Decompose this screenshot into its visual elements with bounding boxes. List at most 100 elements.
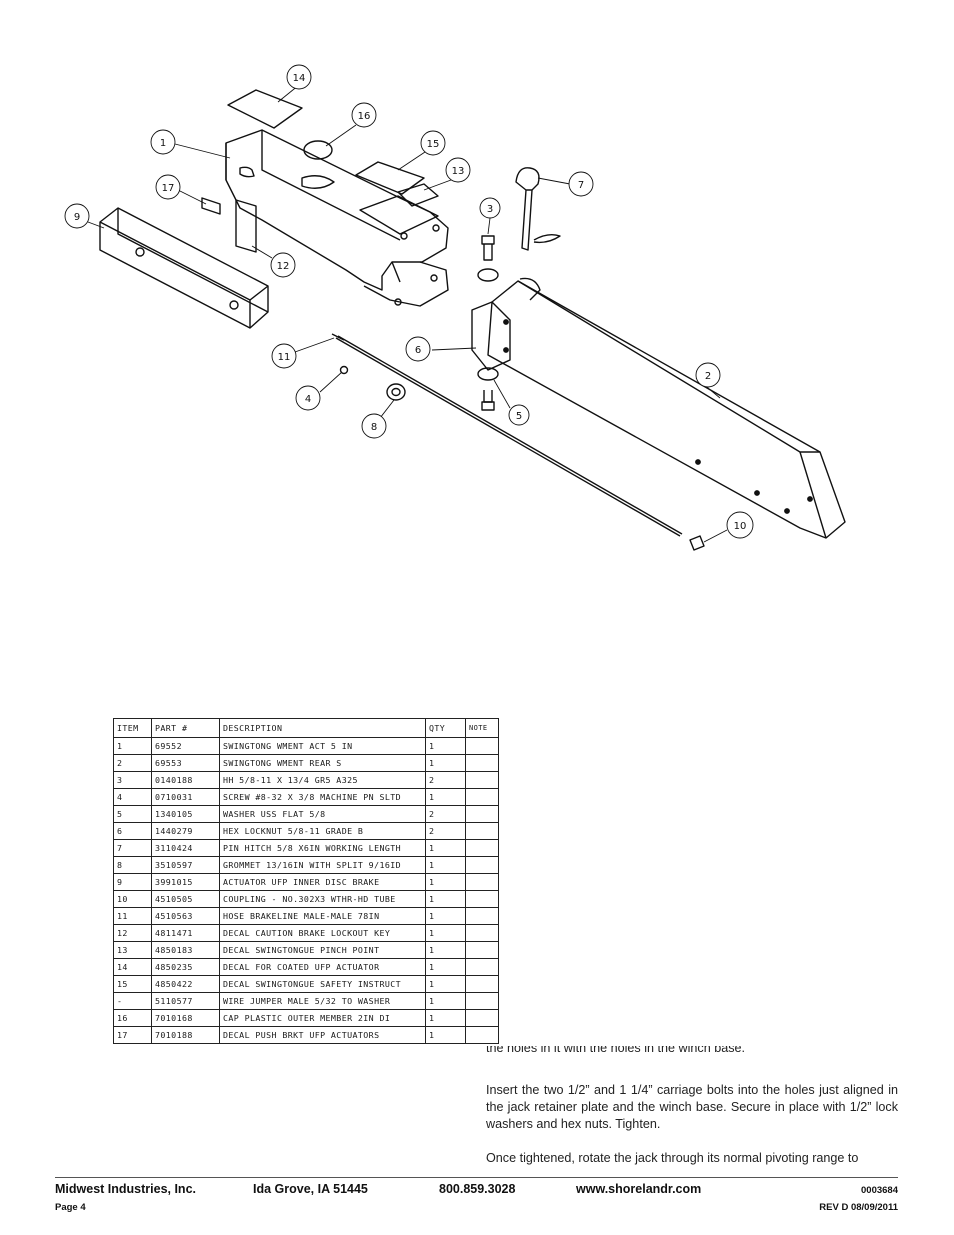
hex-bolt-3 <box>481 235 495 261</box>
cell-note <box>465 924 499 942</box>
cell-part: 0140188 <box>151 771 220 789</box>
cell-item: - <box>113 992 152 1010</box>
cell-note <box>465 992 499 1010</box>
cell-note <box>465 805 499 823</box>
cell-note <box>465 754 499 772</box>
washer-upper <box>477 268 499 282</box>
cell-qty: 1 <box>425 737 466 755</box>
cell-part: 4850422 <box>151 975 220 993</box>
footer-address: Ida Grove, IA 51445 <box>253 1182 368 1196</box>
footer-document-number: 0003684 <box>861 1185 898 1196</box>
cell-part: 3110424 <box>151 839 220 857</box>
decal-17 <box>201 197 221 215</box>
cell-qty: 1 <box>425 856 466 874</box>
cell-note <box>465 771 499 789</box>
cell-item: 17 <box>113 1026 152 1044</box>
callout-9: 9 <box>74 212 80 223</box>
cell-qty: 1 <box>425 941 466 959</box>
cell-item: 8 <box>113 856 152 874</box>
decal-14 <box>227 89 303 129</box>
cell-part: 4850183 <box>151 941 220 959</box>
cell-note <box>465 975 499 993</box>
callout-16: 16 <box>358 111 371 122</box>
decal-15 <box>355 161 425 195</box>
header-note: NOTE <box>465 718 499 738</box>
cell-item: 14 <box>113 958 152 976</box>
table-header-row: ITEM PART # DESCRIPTION QTY NOTE <box>113 718 499 738</box>
rear-tongue-member <box>471 277 846 539</box>
header-description: DESCRIPTION <box>219 718 426 738</box>
cell-description: HOSE BRAKELINE MALE-MALE 78IN <box>219 907 426 925</box>
callout-3: 3 <box>487 204 493 215</box>
cell-note <box>465 941 499 959</box>
cell-part: 3991015 <box>151 873 220 891</box>
cell-item: 16 <box>113 1009 152 1027</box>
callout-1: 1 <box>160 138 166 149</box>
cell-item: 15 <box>113 975 152 993</box>
cell-part: 69552 <box>151 737 220 755</box>
cell-item: 4 <box>113 788 152 806</box>
cell-qty: 1 <box>425 992 466 1010</box>
inner-actuator <box>99 207 269 329</box>
footer-website[interactable]: www.shorelandr.com <box>576 1182 702 1196</box>
cell-item: 1 <box>113 737 152 755</box>
footer-revision: REV D 08/09/2011 <box>819 1202 898 1213</box>
cell-description: COUPLING - NO.302X3 WTHR-HD TUBE <box>219 890 426 908</box>
callout-13: 13 <box>452 166 465 177</box>
cell-note <box>465 839 499 857</box>
cell-item: 2 <box>113 754 152 772</box>
hitch-pin-7 <box>515 167 561 251</box>
cell-qty: 1 <box>425 754 466 772</box>
cell-description: SWINGTONG WMENT REAR S <box>219 754 426 772</box>
brake-hose-11 <box>331 333 683 537</box>
cell-note <box>465 822 499 840</box>
cell-description: DECAL FOR COATED UFP ACTUATOR <box>219 958 426 976</box>
cell-item: 5 <box>113 805 152 823</box>
callout-2: 2 <box>705 371 711 382</box>
callout-5: 5 <box>516 411 522 422</box>
cell-qty: 1 <box>425 1009 466 1027</box>
cell-qty: 1 <box>425 1026 466 1044</box>
cell-part: 7010188 <box>151 1026 220 1044</box>
hex-bolt-lower <box>481 390 495 411</box>
cell-qty: 1 <box>425 975 466 993</box>
cell-description: GROMMET 13/16IN WITH SPLIT 9/16ID <box>219 856 426 874</box>
header-item: ITEM <box>113 718 152 738</box>
cell-note <box>465 873 499 891</box>
cell-note <box>465 737 499 755</box>
cell-qty: 1 <box>425 890 466 908</box>
cell-note <box>465 856 499 874</box>
cell-description: SWINGTONG WMENT ACT 5 IN <box>219 737 426 755</box>
cell-description: DECAL SWINGTONGUE SAFETY INSTRUCT <box>219 975 426 993</box>
callout-12: 12 <box>277 261 290 272</box>
cell-description: HEX LOCKNUT 5/8-11 GRADE B <box>219 822 426 840</box>
cell-qty: 1 <box>425 873 466 891</box>
cell-item: 10 <box>113 890 152 908</box>
cap-16 <box>303 140 333 160</box>
decal-13 <box>397 183 439 207</box>
rotate-jack-instructions: Once tightened, rotate the jack through … <box>486 1151 859 1165</box>
cell-part: 4510505 <box>151 890 220 908</box>
cell-part: 1340105 <box>151 805 220 823</box>
cell-part: 7010168 <box>151 1009 220 1027</box>
header-qty: QTY <box>425 718 466 738</box>
header-part: PART # <box>151 718 220 738</box>
cell-note <box>465 1026 499 1044</box>
callout-17: 17 <box>162 183 175 194</box>
cell-item: 7 <box>113 839 152 857</box>
cell-note <box>465 788 499 806</box>
